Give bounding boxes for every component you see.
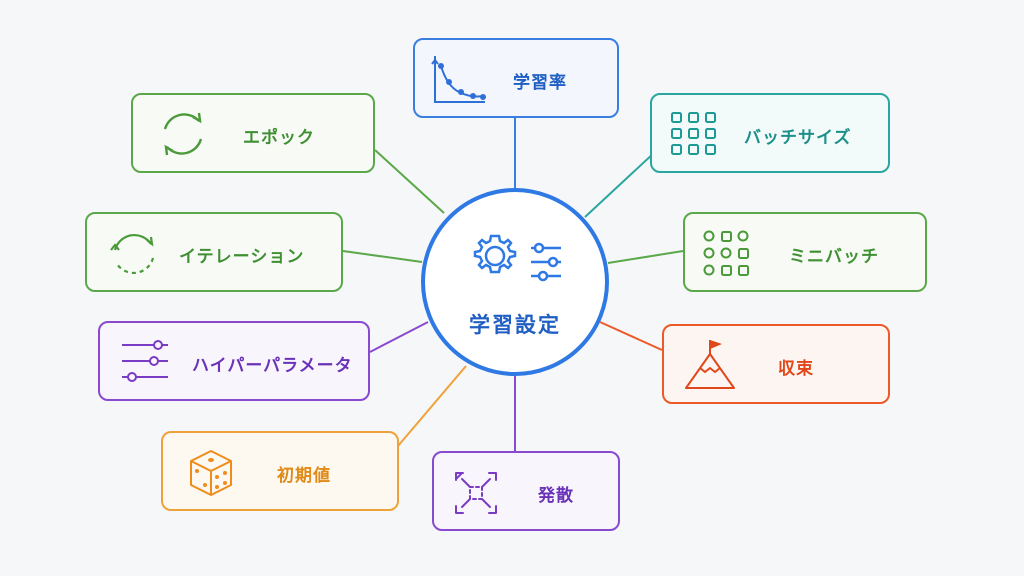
node-convergence: 収束 bbox=[662, 324, 890, 404]
connector-iteration bbox=[342, 250, 423, 263]
node-divergence: 発散 bbox=[432, 451, 620, 531]
node-divergence-label: 発散 bbox=[538, 486, 574, 506]
center-node: 学習設定 bbox=[421, 188, 609, 376]
node-mini-batch: ミニバッチ bbox=[683, 212, 927, 292]
connector-epoch bbox=[374, 149, 445, 214]
dice-icon bbox=[190, 450, 232, 496]
mountain-flag-icon bbox=[685, 340, 735, 389]
connector-convergence bbox=[599, 321, 663, 351]
node-iteration-label: イテレーション bbox=[179, 247, 305, 267]
mini-grid-icon bbox=[703, 230, 749, 276]
decay-curve-icon bbox=[431, 56, 486, 103]
sliders-icon bbox=[122, 340, 168, 382]
node-hyperparameter-label: ハイパーパラメータ bbox=[192, 356, 353, 376]
node-iteration: イテレーション bbox=[85, 212, 343, 292]
connector-batch-size bbox=[584, 151, 656, 218]
node-batch-size: バッチサイズ bbox=[650, 93, 890, 173]
node-convergence-label: 収束 bbox=[778, 359, 814, 379]
node-initial-value: 初期値 bbox=[161, 431, 399, 511]
node-epoch: エポック bbox=[131, 93, 375, 173]
node-epoch-label: エポック bbox=[243, 128, 315, 148]
center-label: 学習設定 bbox=[469, 313, 561, 337]
node-hyperparameter: ハイパーパラメータ bbox=[98, 321, 370, 401]
node-learning-rate-label: 学習率 bbox=[513, 73, 567, 93]
node-batch-size-label: バッチサイズ bbox=[744, 128, 852, 148]
node-learning-rate: 学習率 bbox=[413, 38, 619, 118]
node-initial-value-label: 初期値 bbox=[277, 466, 331, 486]
connector-mini-batch bbox=[607, 250, 684, 264]
connector-hyperparameter bbox=[369, 321, 429, 353]
connector-initial-value bbox=[397, 365, 467, 447]
cycle-icon bbox=[163, 112, 203, 156]
node-mini-batch-label: ミニバッチ bbox=[789, 247, 879, 267]
grid-icon bbox=[671, 112, 716, 155]
expand-arrows-icon bbox=[455, 472, 497, 514]
gear-sliders-icon bbox=[473, 234, 561, 282]
dashed-cycle-icon bbox=[110, 234, 155, 274]
